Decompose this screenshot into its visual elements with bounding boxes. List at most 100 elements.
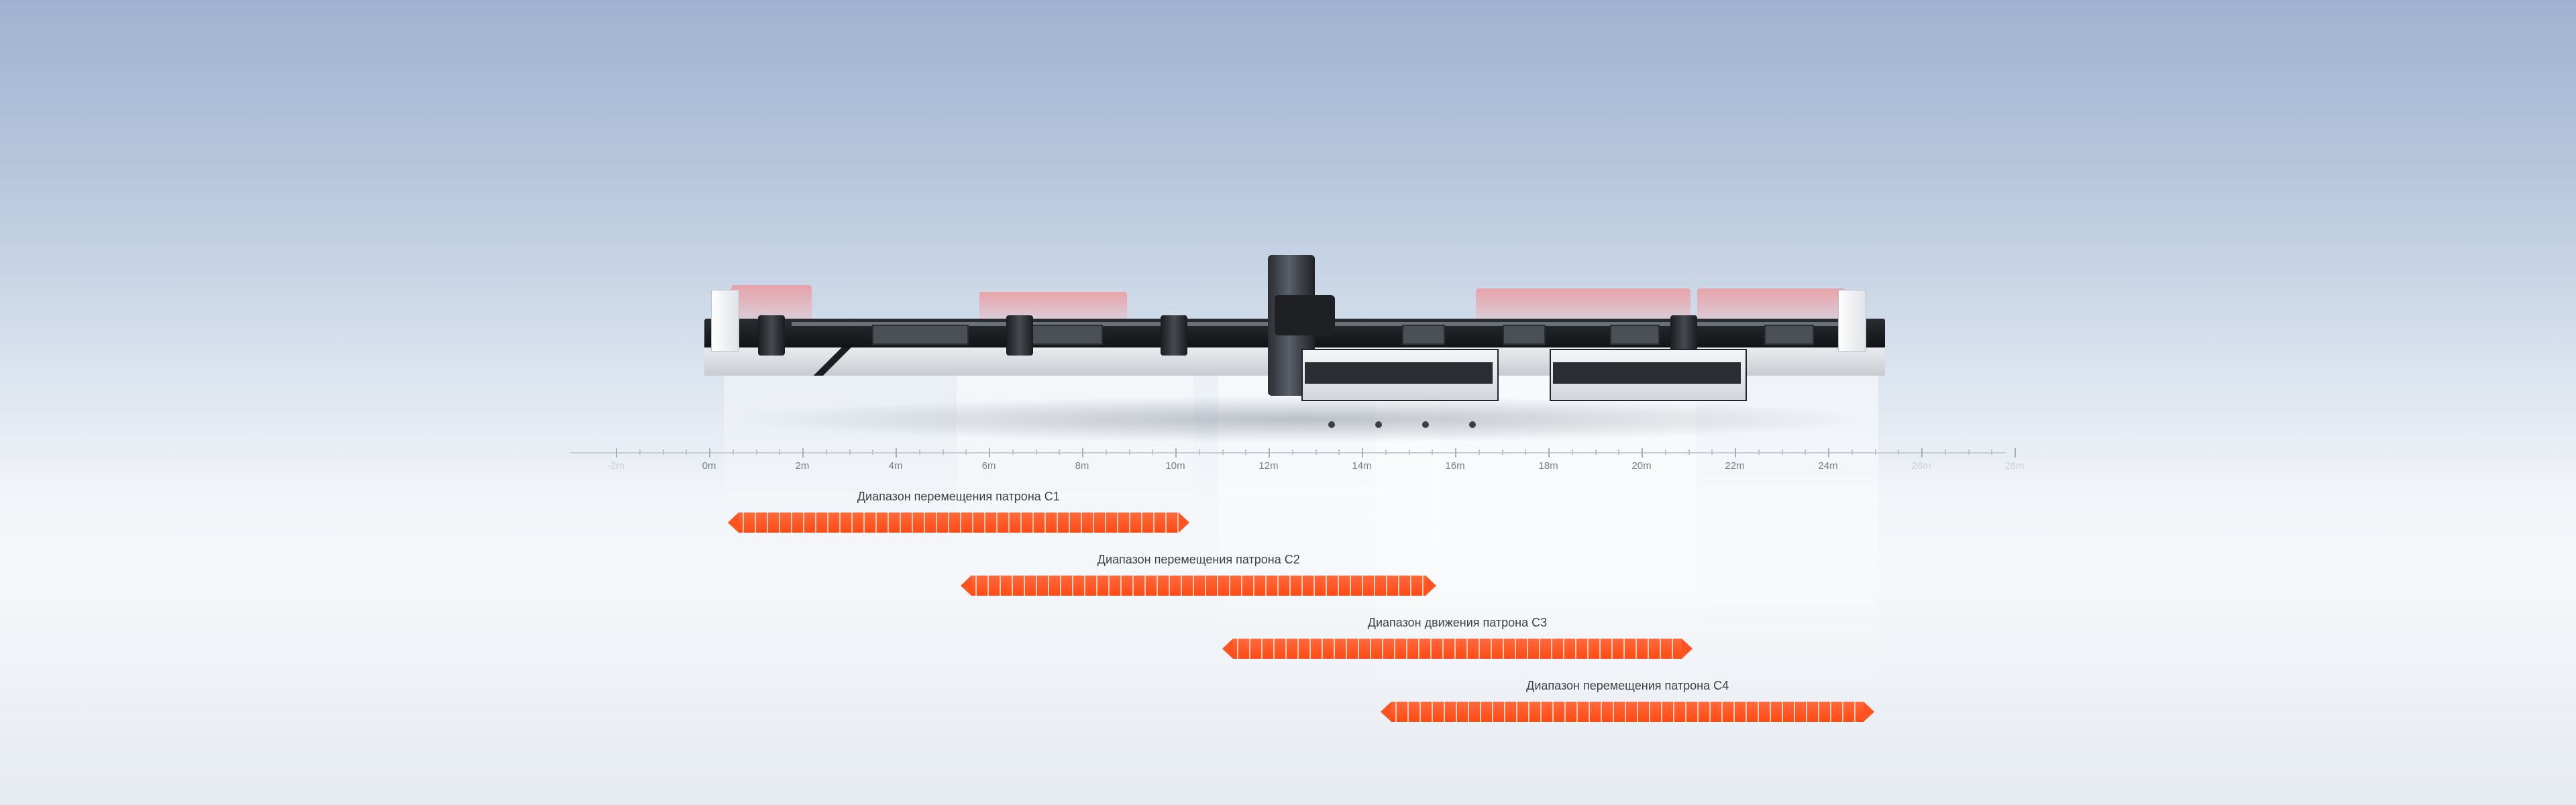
ruler-minor-tick (872, 449, 874, 455)
range-bar (961, 576, 1437, 596)
ruler-tick-label: 22m (1725, 460, 1745, 472)
ruler-tick-label: 0m (702, 460, 716, 472)
ruler-major-tick (1362, 448, 1363, 458)
ruler-tick-label: 18m (1538, 460, 1558, 472)
ruler-minor-tick (1035, 449, 1037, 455)
ruler-minor-tick (755, 449, 757, 455)
ruler-line (570, 452, 2006, 453)
ruler-minor-tick (1664, 449, 1666, 455)
range-bar (1380, 702, 1875, 722)
machine-foot (1469, 421, 1476, 428)
ruler-major-tick (1082, 448, 1083, 458)
ruler-minor-tick (1758, 449, 1760, 455)
ruler-minor-tick (1338, 449, 1340, 455)
cabinet-right-panel (1553, 362, 1741, 384)
ruler-minor-tick (1152, 449, 1154, 455)
ruler-major-tick (1175, 448, 1177, 458)
ruler-major-tick (1455, 448, 1456, 458)
ruler-minor-tick (1059, 449, 1061, 455)
ruler-minor-tick (1198, 449, 1200, 455)
ruler-minor-tick (1571, 449, 1573, 455)
ruler-minor-tick (1105, 449, 1107, 455)
ruler-minor-tick (1222, 449, 1224, 455)
ruler-minor-tick (1968, 449, 1970, 455)
ruler-minor-tick (1991, 449, 1993, 455)
bed-slot (1610, 325, 1660, 345)
ruler-tick-label: 16m (1445, 460, 1465, 472)
ruler-minor-tick (686, 449, 688, 455)
ruler-minor-tick (1432, 449, 1434, 455)
ruler-tick-label: 12m (1258, 460, 1279, 472)
ruler-minor-tick (1478, 449, 1480, 455)
ruler-minor-tick (942, 449, 944, 455)
ruler-major-tick (989, 448, 990, 458)
ruler-minor-tick (1408, 449, 1410, 455)
machine-shadow (724, 396, 1878, 443)
ruler-major-tick (1921, 448, 1923, 458)
ruler-major-tick (709, 448, 710, 458)
ruler-minor-tick (965, 449, 967, 455)
machine-foot (1328, 421, 1335, 428)
ruler-major-tick (896, 448, 897, 458)
ruler-minor-tick (825, 449, 827, 455)
ruler-minor-tick (732, 449, 734, 455)
ruler-tick-label: 24m (1818, 460, 1838, 472)
range-label: Диапазон перемещения патрона С1 (857, 490, 1060, 503)
ruler-minor-tick (1595, 449, 1597, 455)
ruler-minor-tick (662, 449, 664, 455)
ruler-minor-tick (1688, 449, 1690, 455)
ruler-major-tick (802, 448, 804, 458)
bed-slot (1503, 325, 1546, 345)
laser-tube-cutting-machine (698, 255, 1905, 443)
ruler-tick-label: 6m (981, 460, 996, 472)
range-label: Диапазон движения патрона С3 (1367, 616, 1548, 629)
ruler-minor-tick (1944, 449, 1946, 455)
ruler-minor-tick (1874, 449, 1876, 455)
ruler-minor-tick (1385, 449, 1387, 455)
ruler-tick-label: 10m (1165, 460, 1185, 472)
ruler-minor-tick (1245, 449, 1247, 455)
laser-head (1275, 295, 1335, 335)
range-label: Диапазон перемещения патрона С4 (1526, 679, 1729, 692)
bed-slot (1402, 325, 1445, 345)
ruler-tick-label: 4m (888, 460, 903, 472)
ruler-minor-tick (1851, 449, 1853, 455)
ruler-tick-label: 20m (1631, 460, 1652, 472)
machine-endcap-right (1838, 290, 1866, 352)
ruler-tick-label: 8m (1075, 460, 1089, 472)
ruler-major-tick (1269, 448, 1270, 458)
chuck-c2 (1006, 315, 1033, 356)
ruler-tick-label: -2m (607, 460, 625, 472)
ruler-major-tick (1828, 448, 1829, 458)
ruler-minor-tick (1618, 449, 1620, 455)
ruler-major-tick (616, 448, 617, 458)
ruler-major-tick (1735, 448, 1736, 458)
ruler-tick-label: 28m (2004, 460, 2025, 472)
ruler-tick-label: 14m (1352, 460, 1372, 472)
ruler-major-tick (1642, 448, 1643, 458)
ruler-minor-tick (1315, 449, 1317, 455)
ruler-major-tick (1548, 448, 1550, 458)
ruler-minor-tick (1012, 449, 1014, 455)
ruler-tick-label: 26m (1911, 460, 1931, 472)
range-bar (1222, 639, 1693, 659)
ruler-minor-tick (1291, 449, 1293, 455)
bed-slot (1764, 325, 1814, 345)
ruler-minor-tick (1711, 449, 1713, 455)
machine-foot (1422, 421, 1429, 428)
ruler-minor-tick (1898, 449, 1900, 455)
ruler-minor-tick (1805, 449, 1807, 455)
machine-bed-accent (798, 347, 865, 376)
chuck-c1 (758, 315, 785, 356)
ruler-minor-tick (1525, 449, 1527, 455)
machine-foot (1375, 421, 1382, 428)
ruler-minor-tick (1501, 449, 1503, 455)
chuck-c3 (1161, 315, 1187, 356)
ruler-minor-tick (1781, 449, 1783, 455)
ruler-minor-tick (918, 449, 920, 455)
ruler-major-tick (2015, 448, 2016, 458)
cabinet-left-panel (1305, 362, 1493, 384)
range-bar (727, 513, 1189, 533)
ruler-minor-tick (779, 449, 781, 455)
